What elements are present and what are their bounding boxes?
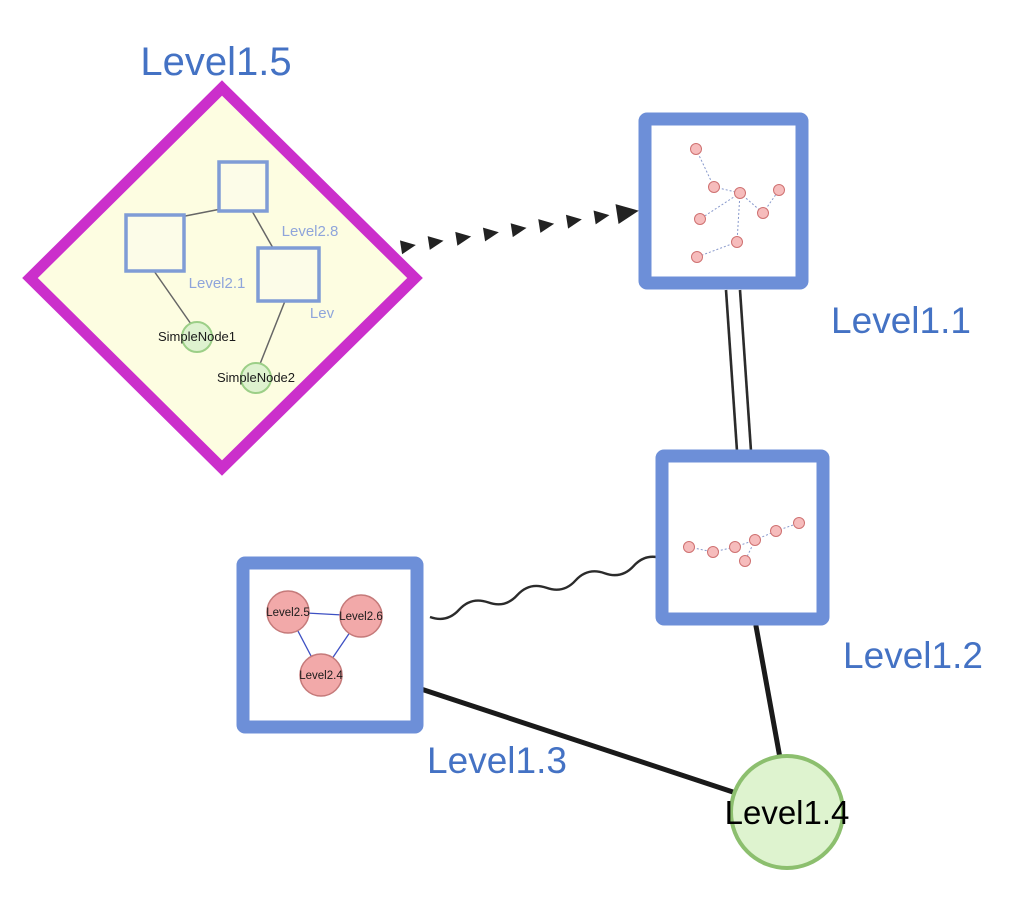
edge-level15-level11[interactable]: [399, 201, 640, 255]
label-level1-5: Level1.5: [140, 40, 291, 84]
arrowhead: [593, 210, 610, 225]
label-level2-5: Level2.5: [266, 607, 309, 619]
double-line-right: [738, 289, 753, 452]
arrowhead: [538, 219, 555, 233]
arrowhead: [565, 214, 582, 229]
arrowhead: [455, 231, 472, 246]
label-level1-2: Level1.2: [843, 635, 983, 676]
label-level2-x: Lev: [310, 305, 335, 322]
node-level2-x[interactable]: [256, 246, 321, 303]
label-level1-1: Level1.1: [831, 300, 971, 341]
label-simple-node2: SimpleNode2: [217, 370, 295, 385]
label-level1-3: Level1.3: [427, 740, 567, 781]
edge-level11-level12[interactable]: [724, 289, 753, 452]
edge-level13-level14[interactable]: [415, 685, 745, 798]
arrowhead: [427, 236, 444, 250]
node-level1-5[interactable]: Level2.8 Level2.1 Lev SimpleNode1 Simple…: [22, 80, 423, 476]
node-simple-node1[interactable]: [181, 321, 213, 353]
edge-level12-level14[interactable]: [753, 623, 783, 761]
label-level2-1: Level2.1: [189, 275, 246, 292]
node-level2-5[interactable]: [266, 590, 310, 634]
node-simple-node2[interactable]: [240, 362, 272, 394]
arrowhead: [482, 227, 499, 242]
node-level1-2[interactable]: [655, 449, 830, 626]
arrowhead: [399, 240, 416, 255]
label-level2-6: Level2.6: [339, 611, 382, 623]
edge-level13-level12[interactable]: [429, 555, 664, 621]
node-level1-3[interactable]: Level2.5 Level2.6 Level2.4: [236, 556, 424, 734]
diamond-shape: [22, 80, 423, 476]
node-level2-6[interactable]: [339, 594, 383, 638]
box-shape: [655, 449, 830, 626]
node-level2-1[interactable]: [124, 213, 186, 273]
double-line-left: [724, 289, 739, 452]
label-simple-node1: SimpleNode1: [158, 329, 236, 344]
arrowhead: [510, 223, 527, 238]
node-level1-4[interactable]: Level1.4: [725, 754, 850, 870]
node-level2-4[interactable]: [299, 653, 343, 697]
node-level1-1[interactable]: [638, 112, 809, 290]
arrowhead-end: [615, 204, 639, 224]
box-shape: [638, 112, 809, 290]
node-level2-8[interactable]: [217, 160, 269, 213]
mini-graph-1-nodes: [690, 143, 785, 263]
circle-shape: [729, 754, 845, 870]
label-level2-4: Level2.4: [299, 670, 343, 682]
box-shape: [236, 556, 424, 734]
label-level1-4: Level1.4: [725, 794, 850, 831]
label-level2-8: Level2.8: [282, 223, 339, 240]
mini-graph-2-nodes: [683, 517, 805, 567]
